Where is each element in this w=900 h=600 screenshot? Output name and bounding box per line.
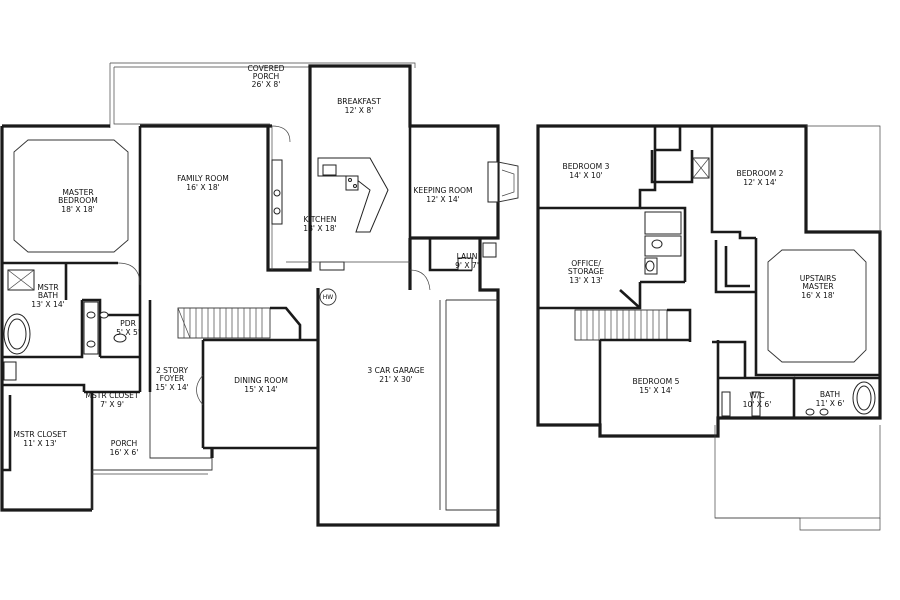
upstairs-master-label-2: MASTER [802,282,834,291]
covered-porch-dims: 26' X 8' [252,80,281,89]
mstr-closet-small-label: MSTR CLOSET [85,391,139,400]
keeping-room-dims: 12' X 14' [426,195,460,204]
powder-room-label: PDR [120,319,136,328]
laundry-dims: 9' X 7' [455,261,479,270]
bedroom-5-label: BEDROOM 5 [633,377,680,386]
breakfast-label: BREAKFAST [337,97,381,106]
mstr-bath-label-2: BATH [38,291,58,300]
family-room-label: FAMILY ROOM [177,174,229,183]
first-floor-plan [0,62,519,527]
family-room-dims: 16' X 18' [186,183,220,192]
mstr-bath-dims: 13' X 14' [31,300,65,309]
front-porch-label: PORCH [111,439,137,448]
foyer-label-2: FOYER [160,374,185,383]
bedroom-5-dims: 15' X 14' [639,386,673,395]
keeping-room-label: KEEPING ROOM [413,186,472,195]
bedroom-3-label: BEDROOM 3 [563,162,610,171]
garage-label: 3 CAR GARAGE [367,366,424,375]
master-bedroom-dims: 18' X 18' [61,205,95,214]
front-porch-dims: 16' X 6' [110,448,139,457]
mstr-closet-large-label: MSTR CLOSET [13,430,67,439]
office-storage-label-2: STORAGE [568,267,604,276]
foyer-dims: 15' X 14' [155,383,189,392]
master-bedroom-label-2: BEDROOM [58,196,98,205]
laundry-label: LAUN [457,252,478,261]
walk-in-closet-label: W/C [749,391,764,400]
second-floor-plan [536,124,882,531]
office-storage-dims: 13' X 13' [569,276,603,285]
upstairs-master-label: UPSTAIRS [800,274,837,283]
mstr-closet-large-dims: 11' X 13' [23,439,57,448]
office-storage-label: OFFICE/ [571,259,601,268]
dining-room-label: DINING ROOM [234,376,288,385]
kitchen-label: KITCHEN [304,215,337,224]
master-bedroom-label: MASTER [62,188,94,197]
water-heater-label: HW [323,294,334,301]
upstairs-master-dims: 16' X 18' [801,291,835,300]
bedroom-2-label: BEDROOM 2 [737,169,784,178]
covered-porch-label-2: PORCH [253,72,279,81]
mstr-closet-small-dims: 7' X 9' [100,400,124,409]
mstr-bath-label: MSTR [37,283,59,292]
upstairs-bath-label: BATH [820,390,840,399]
garage-dims: 21' X 30' [379,375,413,384]
walk-in-closet-dims: 10' X 6' [743,400,772,409]
breakfast-dims: 12' X 8' [345,106,374,115]
bedroom-2-dims: 12' X 14' [743,178,777,187]
covered-porch-label: COVERED [247,64,284,73]
room-labels: COVERED PORCH 26' X 8' BREAKFAST 12' X 8… [13,64,844,457]
powder-room-dims: 5' X 5' [116,328,140,337]
upstairs-bath-dims: 11' X 6' [816,399,845,408]
dining-room-dims: 15' X 14' [244,385,278,394]
bedroom-3-dims: 14' X 10' [569,171,603,180]
kitchen-dims: 18' X 18' [303,224,337,233]
foyer-label: 2 STORY [156,366,188,375]
